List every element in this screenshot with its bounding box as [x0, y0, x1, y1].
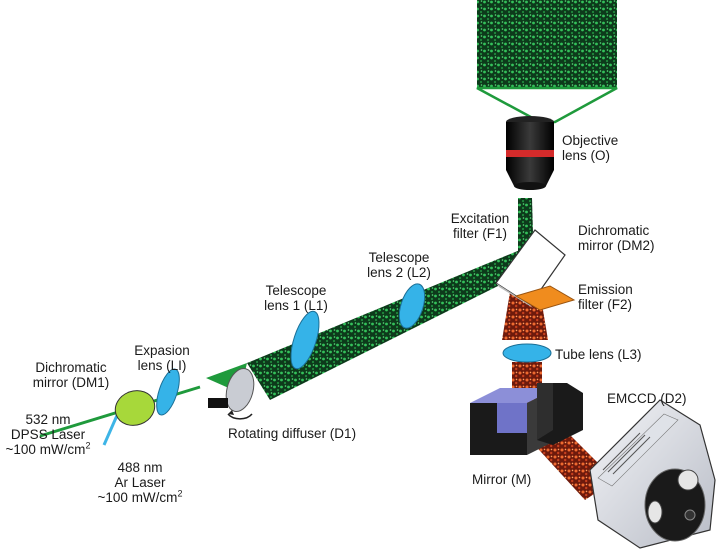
diffuser-label: Rotating diffuser (D1): [228, 426, 357, 441]
sample-image: [477, 0, 617, 88]
tube-lens-label: Tube lens (L3): [555, 347, 642, 362]
dm2-edge: [496, 283, 533, 308]
telescope-lens-1: [290, 310, 320, 370]
telescope-lens-2: [398, 283, 426, 329]
dm1-mirror: [114, 390, 156, 426]
rotating-diffuser-icon: [208, 367, 255, 420]
emission-filter: [514, 285, 576, 311]
emccd-label: EMCCD (D2): [607, 391, 687, 406]
tube-lens: [502, 343, 552, 363]
image-cone: [476, 86, 618, 124]
emccd-camera-icon: [589, 399, 716, 549]
mirror-block-icon: [470, 383, 583, 455]
expansion-lens: [156, 368, 180, 416]
excitation-beam: [247, 250, 534, 400]
mirror-label: Mirror (M): [472, 472, 532, 487]
objective-lens-icon: [506, 116, 554, 190]
